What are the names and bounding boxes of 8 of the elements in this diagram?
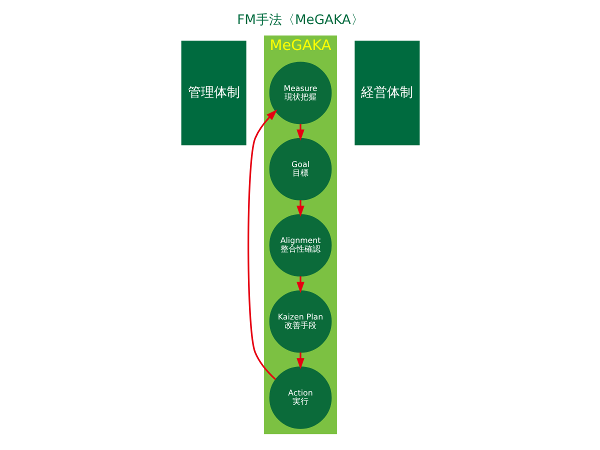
arrow: [296, 124, 304, 141]
diagram-title: FM手法〈MeGAKA〉: [236, 13, 364, 28]
node-box: 管理体制: [180, 40, 246, 146]
arrow: [247, 110, 277, 380]
arrow: [296, 352, 304, 370]
node-box: 経営体制: [354, 40, 420, 146]
arrow: [296, 276, 304, 294]
arrow: [296, 200, 304, 217]
